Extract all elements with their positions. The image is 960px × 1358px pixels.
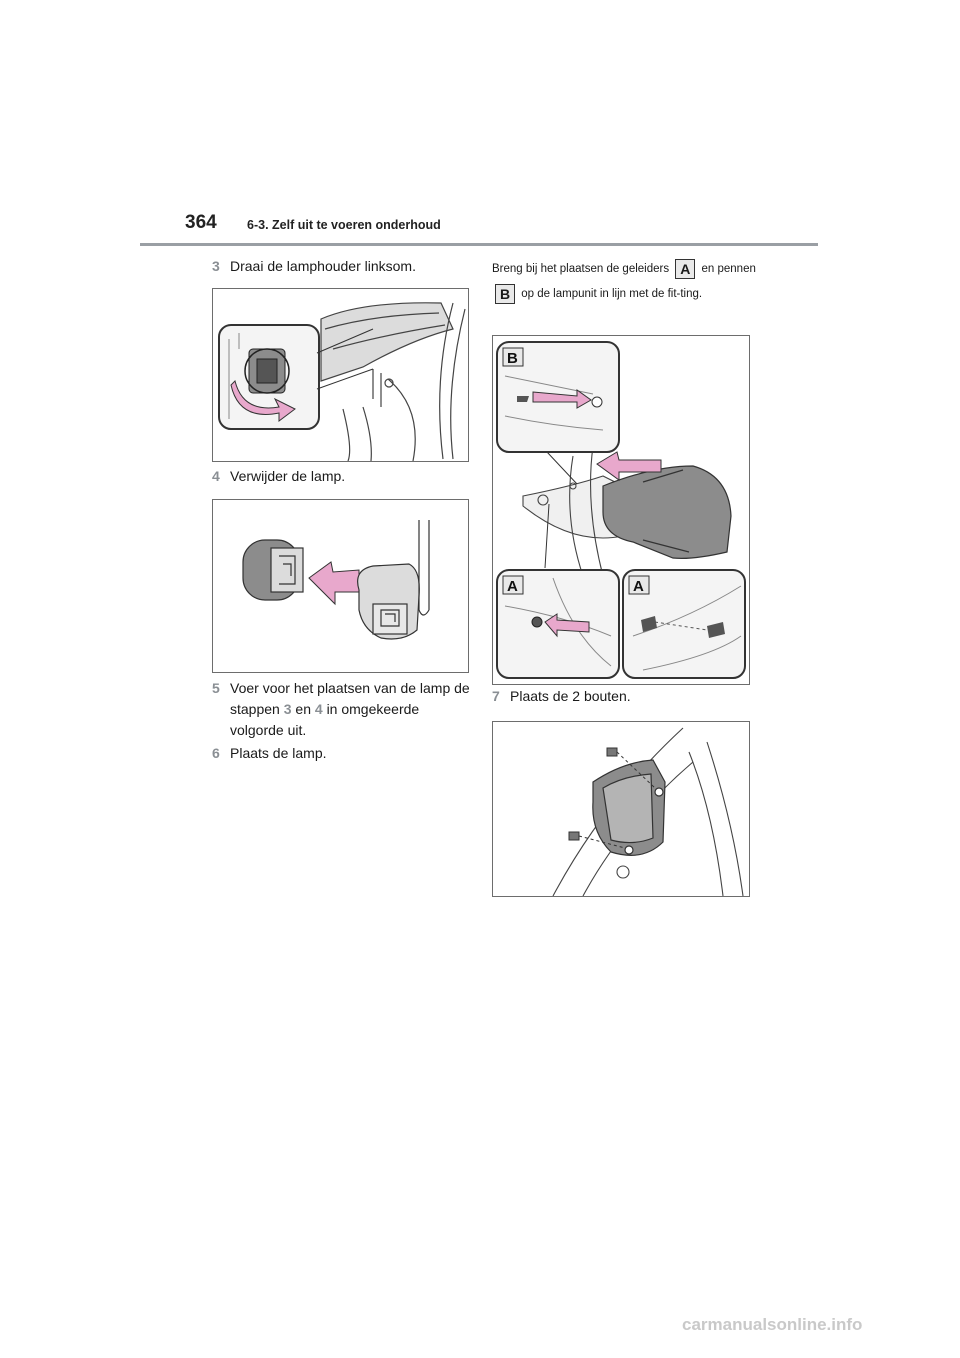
figure-turn-lamp-holder [212, 288, 469, 462]
label-a-left: A [507, 578, 518, 595]
inset-b: B [496, 341, 620, 453]
figure-remove-bulb [212, 499, 469, 673]
inset-a-left: A [496, 569, 620, 679]
tail-lamp-body [320, 302, 466, 461]
bulb [242, 539, 304, 601]
step-number: 4 [212, 468, 220, 484]
step-text: Voer voor het plaatsen van de lamp de st… [230, 680, 470, 738]
label-a-box: A [675, 258, 696, 279]
push-arrow [596, 451, 662, 481]
rotate-arrow [230, 380, 296, 422]
step-number: 6 [212, 745, 220, 761]
figure-install-bolts [492, 721, 750, 897]
step-text: Verwijder de lamp. [230, 468, 346, 484]
step-text: Draai de lamphouder linksom. [230, 258, 416, 274]
figure-align-guides: B A A [492, 335, 750, 685]
step-5: 5 Voer voor het plaatsen van de lamp de … [212, 678, 474, 741]
pull-arrow [308, 561, 360, 606]
label-b: B [507, 350, 518, 367]
watermark: carmanualsonline.info [682, 1315, 863, 1334]
step-6: 6 Plaats de lamp. [212, 743, 472, 764]
step-text: Plaats de lamp. [230, 745, 327, 761]
step-4: 4 Verwijder de lamp. [212, 466, 472, 487]
lamp-socket [357, 520, 430, 640]
bolt-lower [568, 831, 626, 849]
inset-a-right: A [622, 569, 746, 679]
detail-inset [218, 324, 320, 430]
step-number: 5 [212, 680, 220, 696]
page-number: 364 [185, 212, 217, 233]
bolt-upper [606, 747, 656, 789]
label-b-box: B [495, 283, 515, 304]
step-number: 7 [492, 688, 500, 704]
tail-lamp-unit [592, 759, 666, 856]
step-3: 3 Draai de lamphouder linksom. [212, 256, 472, 277]
step-text: Plaats de 2 bouten. [510, 688, 631, 704]
step-number: 3 [212, 258, 220, 274]
lamp-unit [602, 465, 732, 559]
installation-note: Breng bij het plaatsen de geleiders A en… [492, 258, 756, 304]
header-rule [140, 243, 818, 246]
label-a-right: A [633, 578, 644, 595]
section-title: 6-3. Zelf uit te voeren onderhoud [247, 218, 441, 232]
step-7: 7 Plaats de 2 bouten. [492, 686, 752, 707]
